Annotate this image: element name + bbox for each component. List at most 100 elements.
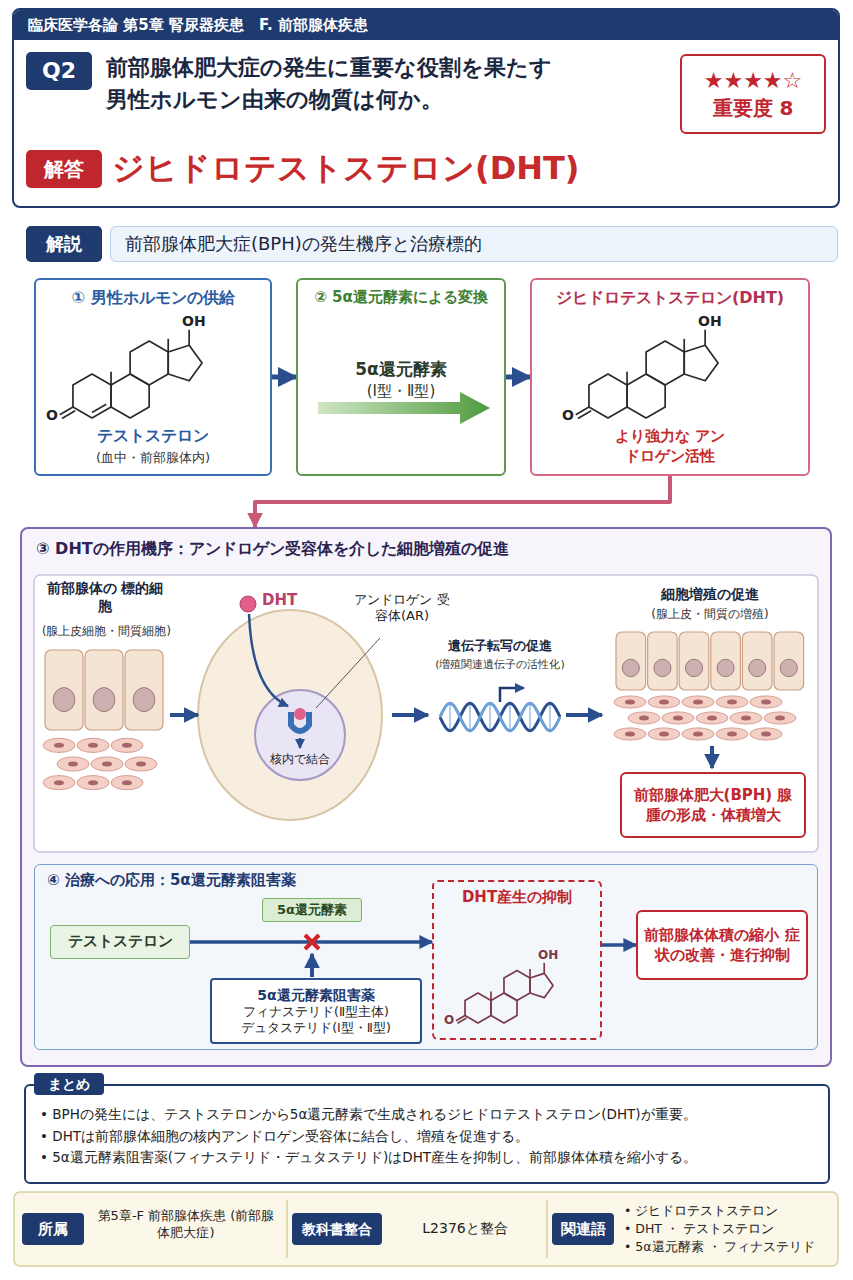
epithelial-cell (125, 650, 163, 730)
steroid-structure (456, 963, 553, 1023)
nucleus (255, 690, 345, 780)
node-text: 解答 (26, 156, 102, 182)
cell-nucleus (133, 688, 155, 712)
cell-nucleus (122, 743, 132, 748)
cell-nucleus (780, 659, 797, 676)
atom-label: O (562, 407, 574, 425)
cell-nucleus (659, 732, 669, 737)
epithelial-cell (648, 632, 678, 690)
connector-arrow (255, 476, 670, 527)
atom-label: OH (182, 313, 206, 331)
node-text: • ジヒドロテストステロン (624, 1203, 830, 1219)
bond (62, 411, 75, 419)
stromal-cell (614, 728, 646, 740)
question-text: 前部腺体肥大症の発生に重要な役割を果たす 男性ホルモン由来の物質は何か。 (106, 52, 558, 116)
illustration-label: (増殖関連遺伝子の活性化) (412, 658, 588, 672)
dna-rung (469, 703, 471, 731)
inhibitor-box: 5α還元酵素阻害薬フィナステリド(Ⅱ型主体)デュタステリド(Ⅰ型・Ⅱ型) (210, 978, 422, 1044)
node-text: • 5α還元酵素 ・ フィナステリド (624, 1239, 830, 1255)
cell-nucleus (727, 732, 737, 737)
node-text: ② 5α還元酵素による変換 (298, 288, 504, 308)
stromal-cell (750, 696, 782, 708)
target-cell (198, 610, 382, 820)
leader-line (316, 638, 380, 708)
stromal-cell (764, 712, 796, 724)
cell-nucleus (54, 780, 64, 785)
stromal-cell (750, 728, 782, 740)
bond (490, 992, 492, 1001)
bond (704, 330, 706, 345)
transcription-arrow (500, 688, 524, 702)
cell-nucleus (693, 732, 703, 737)
illustration-panel (34, 575, 818, 852)
stromal-cell (111, 776, 143, 790)
illustration-label: 核内で結合 (260, 752, 340, 767)
treatment-panel: ④ 治療への応用：5α還元酵素阻害薬テストステロン5α還元酵素5α還元酵素阻害薬… (34, 864, 818, 1050)
flow-arrow (710, 746, 714, 768)
epithelial-cell (616, 632, 646, 690)
steroid-structure (576, 330, 718, 419)
connector-arrow (506, 375, 530, 380)
stromal-cell (43, 776, 75, 790)
bond (504, 971, 530, 1001)
summary-box: まとめ• BPHの発生には、テストステロンから5α還元酵素で生成されるジヒドロテ… (24, 1084, 830, 1184)
footer-frame (14, 1192, 838, 1266)
outcome-box: 前部腺体体積の縮小 症状の改善・進行抑制 (636, 910, 808, 980)
stromal-cell (730, 712, 762, 724)
illustration-label: アンドロゲン 受容体(AR) (352, 592, 452, 625)
cell-nucleus (93, 688, 115, 712)
stromal-cell (682, 728, 714, 740)
importance-box: ★★★★☆重要度 8 (680, 54, 826, 134)
epithelial-cell (679, 632, 709, 690)
stromal-cell (111, 738, 143, 752)
inhibition-arrow (310, 954, 314, 977)
footer-badge: 関連語 (552, 1213, 614, 1245)
node-text: ④ 治療への応用：5α還元酵素阻害薬 (47, 871, 747, 891)
cell-nucleus (707, 716, 717, 721)
bond (543, 963, 545, 974)
node-text: より強力な アンドロゲン活性 (610, 426, 730, 467)
bond (578, 411, 591, 419)
connector-arrow (272, 375, 296, 380)
stromal-cell (57, 757, 89, 771)
cell-nucleus (622, 659, 639, 676)
bond (130, 341, 168, 385)
node-text: 5α還元酵素阻害薬 (212, 986, 420, 1004)
node-text: 解説 (26, 232, 102, 255)
bond (626, 372, 628, 385)
explanation-badge: 解説 (26, 226, 102, 262)
cell-nucleus (761, 732, 771, 737)
bond (111, 374, 149, 418)
node-text: L2376と整合 (390, 1219, 540, 1237)
node-text: 前部腺体体積の縮小 症状の改善・進行抑制 (644, 925, 800, 966)
block-mark (305, 935, 319, 949)
stromal-cell (648, 728, 680, 740)
inhibited-product-box: DHT産生の抑制 (432, 880, 602, 1040)
bond (589, 374, 627, 418)
node-text: ③ DHTの作用機序：アンドロゲン受容体を介した細胞増殖の促進 (36, 539, 816, 560)
node-text: 5α還元酵素 (263, 902, 361, 919)
node-text: 第5章-F 前部腺体疾患 (前部腺体肥大症) (92, 1208, 280, 1242)
cell-nucleus (727, 700, 737, 705)
dna-strand (440, 703, 560, 731)
flow-arrow (392, 713, 428, 717)
node-text: テストステロン (36, 426, 270, 447)
atom-label: OH (698, 313, 722, 331)
node-text: 重要度 8 (682, 95, 824, 121)
steroid-structure (60, 330, 202, 419)
stromal-cell (696, 712, 728, 724)
stromal-cell (662, 712, 694, 724)
bond (168, 345, 202, 381)
dna-rung (489, 703, 491, 731)
stromal-cell (91, 757, 123, 771)
stromal-cell (614, 696, 646, 708)
footer-badge: 所属 (22, 1213, 84, 1245)
stromal-cell (716, 696, 748, 708)
bond (92, 404, 106, 412)
bond (529, 969, 531, 978)
entry-arrow (249, 614, 288, 706)
node-text: ★★★★☆ (682, 67, 824, 96)
bound-dht (294, 708, 306, 720)
illustration-label: 前部腺体の 標的細胞 (40, 580, 170, 615)
answer-badge: 解答 (26, 150, 102, 188)
